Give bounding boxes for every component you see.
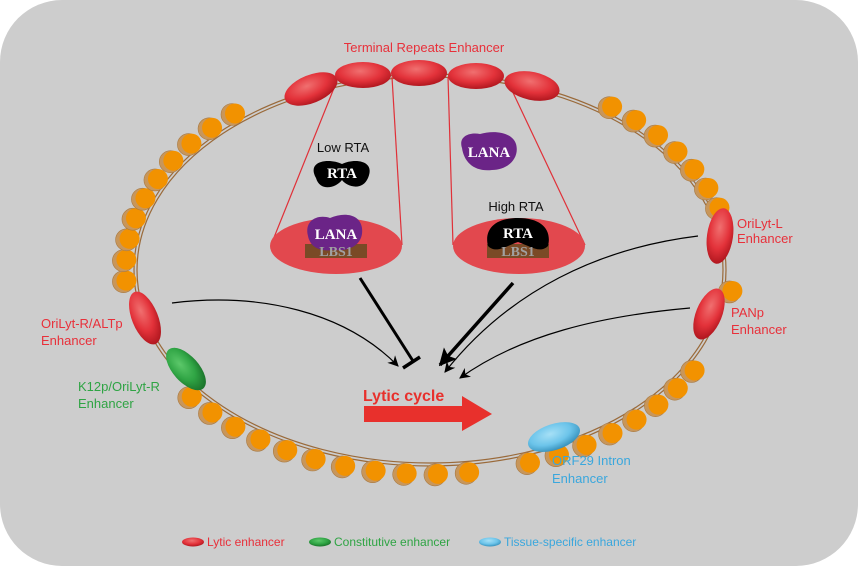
k12p-orilyt-r-label-line1: K12p/OriLyt-R <box>78 379 160 394</box>
enhancers <box>129 60 734 452</box>
nucleosome-bead <box>515 452 540 475</box>
nucleosome-bead <box>643 124 669 148</box>
legend-label-lytic: Lytic enhancer <box>207 535 285 549</box>
arrow-from-panp <box>459 307 691 379</box>
rta-protein-shape <box>313 160 370 188</box>
regulatory-arrows <box>171 235 699 379</box>
terminal-repeat-enhancer-1 <box>284 72 338 106</box>
lytic-cycle: Lytic cycle <box>363 388 492 431</box>
nucleosome-bead <box>330 455 356 479</box>
terminal-repeat-enhancer-5 <box>504 71 560 101</box>
nucleosome-bead <box>644 394 669 417</box>
k12p-orilyt-r-label-line2: Enhancer <box>78 396 134 411</box>
enhancer-labels: Terminal Repeats Enhancer OriLyt-L Enhan… <box>41 40 793 486</box>
lbs1-label: LBS1 <box>501 245 534 260</box>
terminal-repeat-enhancer-4 <box>448 63 504 89</box>
rta-protein-shape <box>487 218 549 250</box>
nucleosome-bead <box>423 463 448 487</box>
nucleosome-bead <box>680 360 705 383</box>
zoom-line-left-inner <box>391 76 403 246</box>
rta-protein-label: RTA <box>327 166 357 182</box>
nucleosome-bead <box>663 141 688 164</box>
nucleosome-bead <box>220 103 245 126</box>
nucleosome-bead <box>115 228 140 252</box>
orilyt-l-label-line1: OriLyt-L <box>737 216 783 231</box>
inhibition-line <box>358 277 415 362</box>
nucleosome-bead <box>361 460 386 484</box>
zoom-line-left-outer <box>270 87 335 246</box>
nucleosome-bead <box>392 463 417 486</box>
nucleosome-bead <box>272 439 298 463</box>
nucleosome-bead <box>112 270 137 293</box>
low-rta-panel: Low RTA RTA LANA LBS1 <box>270 140 402 274</box>
nucleosome-bead <box>622 409 647 432</box>
zoom-line-right-outer <box>507 81 586 246</box>
orilyt-r-altp-enhancer <box>129 291 161 345</box>
nucleosome-bead <box>680 158 705 182</box>
rta-protein-label: RTA <box>503 226 533 242</box>
nucleosome-bead <box>221 416 246 440</box>
lytic-cycle-label: Lytic cycle <box>363 388 444 405</box>
lytic-cycle-arrow <box>364 396 492 431</box>
nucleosome-beads <box>112 96 743 487</box>
nucleosome-bead <box>663 377 688 401</box>
lana-protein-label: LANA <box>468 145 511 161</box>
nucleosome-bead <box>177 133 202 156</box>
orilyt-r-altp-label-line2: Enhancer <box>41 333 97 348</box>
legend-label-constitutive: Constitutive enhancer <box>334 535 450 549</box>
nucleosome-bead <box>159 150 184 173</box>
lana-protein-label: LANA <box>315 227 358 243</box>
panp-enhancer <box>693 288 725 340</box>
activation-arrow-high-rta <box>438 281 515 367</box>
orilyt-l-enhancer <box>706 208 734 264</box>
nucleosome-bead <box>301 448 326 472</box>
legend-swatch-tissue-specific <box>479 537 501 547</box>
legend-item-lytic: Lytic enhancer <box>182 535 285 549</box>
orf29-intron-label-line2: Enhancer <box>552 471 608 486</box>
lana-protein-shape <box>307 214 363 251</box>
low-rta-label: Low RTA <box>317 140 370 155</box>
orf29-intron-enhancer <box>528 422 580 452</box>
k12p-orilyt-r-enhancer <box>166 347 206 391</box>
legend-item-tissue-specific: Tissue-specific enhancer <box>479 535 636 549</box>
terminal-repeats-label: Terminal Repeats Enhancer <box>344 40 505 55</box>
nucleosome-bead <box>143 168 168 192</box>
legend-swatch-constitutive <box>309 537 331 547</box>
terminal-repeat-enhancer-2 <box>335 62 391 88</box>
arrow-from-orilyt-l <box>444 235 699 373</box>
arrow-from-orilyt-r <box>171 299 399 367</box>
orilyt-l-label-line2: Enhancer <box>737 231 793 246</box>
terminal-repeat-enhancer-3 <box>391 60 447 86</box>
nucleosome-bead <box>598 422 623 446</box>
legend-item-constitutive: Constitutive enhancer <box>309 535 450 549</box>
legend-swatch-lytic <box>182 537 204 547</box>
lbs1-label: LBS1 <box>319 245 352 260</box>
lana-protein-shape <box>461 132 517 171</box>
orilyt-r-altp-label-line1: OriLyt-R/ALTp <box>41 316 123 331</box>
zoom-lines <box>270 76 586 246</box>
nucleosome-bead <box>131 187 156 211</box>
nucleosome-bead <box>197 117 223 141</box>
high-rta-panel: LANA High RTA RTA LBS1 <box>453 132 585 274</box>
dna-strand-line <box>136 76 724 464</box>
inhibition-bar <box>402 355 421 370</box>
nucleosome-bead <box>694 177 719 201</box>
nucleosome-bead <box>112 249 137 272</box>
panp-label-line1: PANp <box>731 305 764 320</box>
legend-label-tissue-specific: Tissue-specific enhancer <box>504 535 636 549</box>
nucleosome-bead <box>597 96 623 119</box>
orf29-intron-label-line1: ORF29 Intron <box>552 453 631 468</box>
nucleosome-bead <box>572 434 597 458</box>
nucleosome-bead <box>246 429 271 452</box>
nucleosome-bead <box>198 402 223 425</box>
nucleosome-bead <box>621 109 647 133</box>
nucleosome-bead <box>121 207 146 231</box>
legend: Lytic enhancer Constitutive enhancer Tis… <box>182 535 636 549</box>
nucleosome-bead <box>454 462 480 485</box>
zoom-line-right-inner <box>447 76 454 246</box>
high-rta-label: High RTA <box>488 199 543 214</box>
panp-label-line2: Enhancer <box>731 322 787 337</box>
